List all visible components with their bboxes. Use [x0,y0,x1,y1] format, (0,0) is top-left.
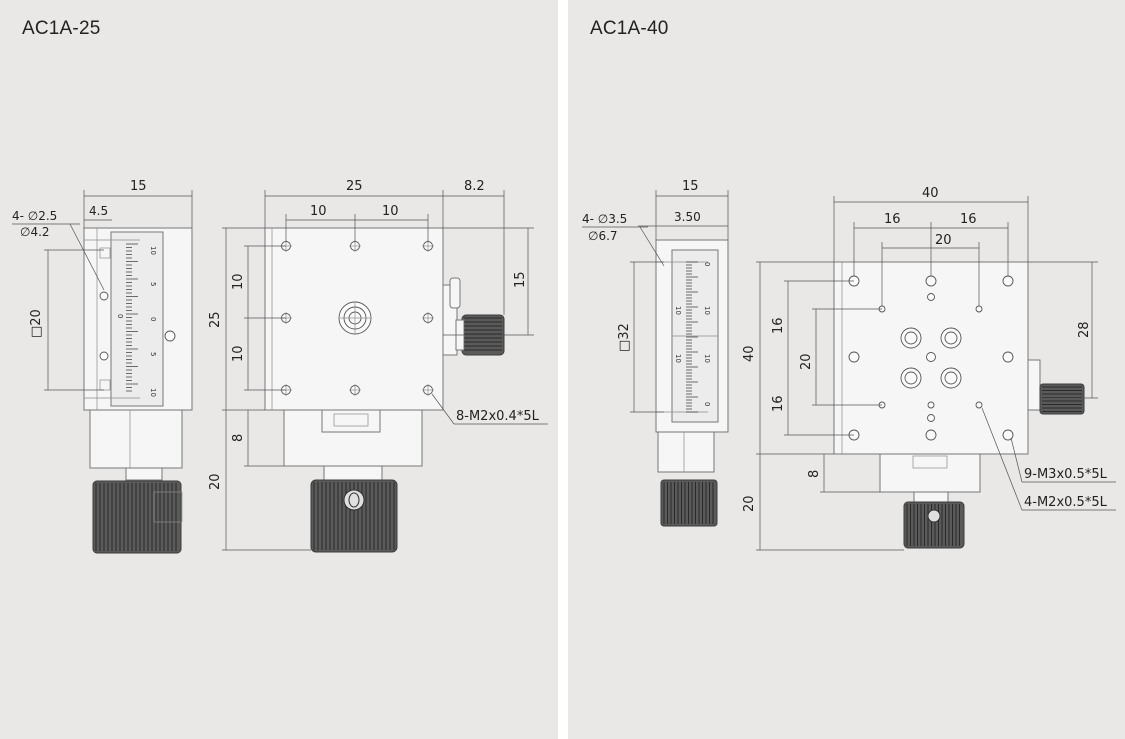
top-view: 40 16 16 20 28 40 [742,186,1116,551]
scale-label: 0 [703,262,711,266]
dim-top-width: 40 [922,186,939,201]
dim-tap-holes: 8-M2x0.4*5L [456,409,540,424]
dim-top-spacing-b: 16 [960,212,977,227]
top-lower-body [879,453,981,493]
dim-hole-spec-2: ∅4.2 [20,225,50,239]
side-view: 0 10 10 0 10 10 15 3.50 4- ∅3.5 ∅6.7 [582,179,729,527]
dim-side-square: □20 [29,309,44,338]
dim-left-spacing-a: 16 [771,317,786,334]
dim-top-width: 25 [346,179,363,194]
small-hole [975,401,983,409]
mount-hole [925,275,937,287]
scale-label: 5 [149,352,157,356]
dim-bottom-a: 8 [231,434,246,442]
dim-side-width: 15 [130,179,147,194]
dim-top-spacing-a: 16 [884,212,901,227]
dim-tap-holes-a: 9-M3x0.5*5L [1024,467,1108,482]
dim-left-inner: 20 [799,353,814,370]
side-hole [99,351,109,361]
dim-side-square: □32 [617,323,632,352]
dim-hole-spec-1: 4- ∅2.5 [12,209,57,223]
panel-ac1a-40: AC1A-40 0 10 10 0 10 10 [568,0,1125,739]
dim-right-height: 28 [1077,321,1092,338]
side-lower-body [657,431,715,473]
top-view: 25 8.2 10 10 15 25 [208,179,548,553]
scale-label: 10 [703,306,711,315]
svg-text:0: 0 [116,314,124,318]
side-view: 10 5 0 5 10 0 15 4.5 4- ∅2 [12,179,193,554]
svg-text:10: 10 [674,306,682,315]
scale-label: 5 [149,282,157,286]
dim-hole-spec-2: ∅6.7 [588,229,618,243]
front-knob [903,501,965,549]
model-title: AC1A-25 [22,18,101,39]
side-lower-body [89,409,183,469]
dim-bottom-b: 20 [208,473,223,490]
svg-text:10: 10 [674,354,682,363]
scale-label: 10 [149,388,157,397]
model-title: AC1A-40 [590,18,669,39]
dim-bottom-b: 20 [742,495,757,512]
scale-label: 0 [149,317,157,321]
mount-hole [848,351,860,363]
dim-left-total: 40 [742,345,757,362]
dim-left-spacing-a: 10 [231,273,246,290]
dim-top-inner: 20 [935,233,952,248]
side-scale-plate [110,231,164,407]
scale-ticks [126,243,138,392]
mount-hole [1002,429,1014,441]
panel-ac1a-25: AC1A-25 10 5 0 5 10 0 [0,0,558,739]
drawing-ac1a-40: 0 10 10 0 10 10 15 3.50 4- ∅3.5 ∅6.7 [582,179,1116,551]
dim-right-height: 15 [513,271,528,288]
dim-left-total: 25 [208,311,223,328]
scale-label: 0 [703,402,711,406]
dim-tap-holes-b: 4-M2x0.5*5L [1024,495,1108,510]
side-hole [99,291,109,301]
scale-label: 10 [703,354,711,363]
mount-hole [1002,275,1014,287]
side-knob [92,480,182,554]
side-hole [164,330,176,342]
dim-bottom-a: 8 [807,470,822,478]
dim-top-spacing-a: 10 [310,204,327,219]
drawing-ac1a-25: 10 5 0 5 10 0 15 4.5 4- ∅2 [12,179,548,554]
small-hole [975,305,983,313]
scale-ticks [686,261,698,413]
mount-hole [925,429,937,441]
mount-hole [1002,351,1014,363]
dim-top-spacing-b: 10 [382,204,399,219]
dim-side-width: 15 [682,179,699,194]
dim-side-offset: 4.5 [89,204,108,218]
dim-left-spacing-b: 10 [231,345,246,362]
dim-left-spacing-b: 16 [771,395,786,412]
dim-hole-spec-1: 4- ∅3.5 [582,212,627,226]
top-side-knob [1039,383,1085,415]
dim-knob-extension: 8.2 [464,179,485,194]
dim-side-offset: 3.50 [674,210,701,224]
scale-label: 10 [149,246,157,255]
